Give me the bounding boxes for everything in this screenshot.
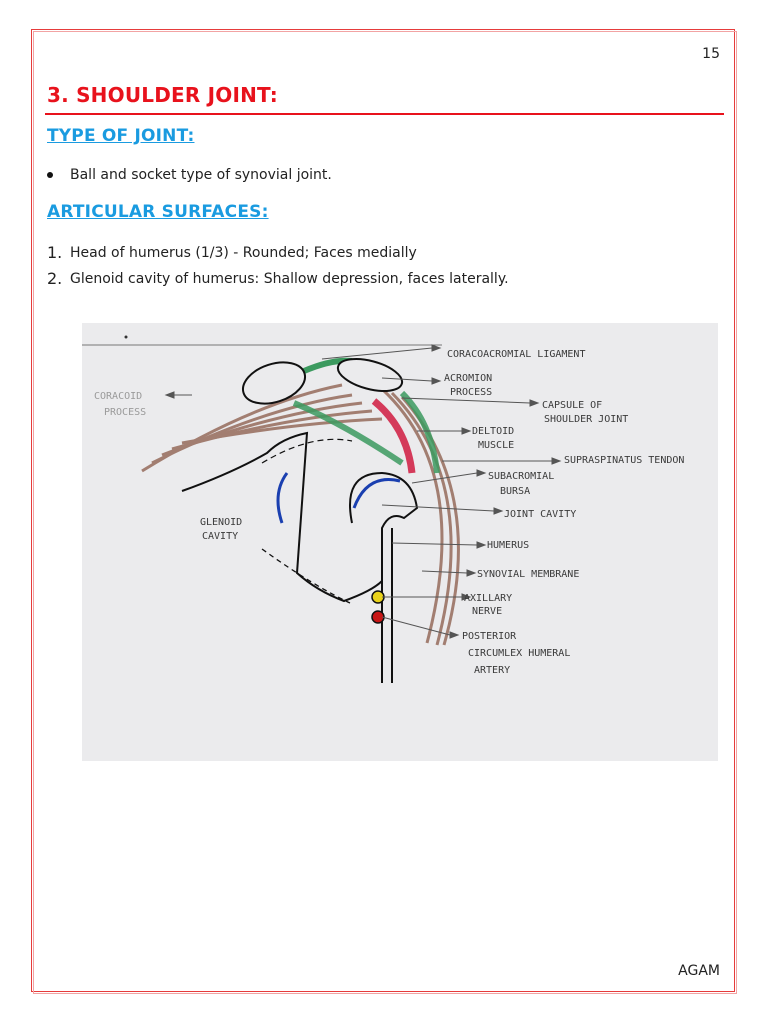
- capsule-green: [292, 400, 404, 466]
- page-border: [31, 29, 735, 992]
- deltoid-fibers: [141, 383, 460, 646]
- coracoid-oval: [242, 361, 306, 405]
- humerus-head-blue: [352, 478, 401, 509]
- label-deltoid-line1: DELTOID: [472, 426, 514, 437]
- capsule-dashed: [261, 438, 353, 464]
- label-acromion-line2: PROCESS: [450, 387, 492, 398]
- label-posterior-line1: POSTERIOR: [462, 631, 517, 642]
- footer-brand: AGAM: [678, 963, 720, 979]
- label-capsule-line1: CAPSULE OF: [542, 400, 602, 411]
- label-arrows: [164, 344, 562, 639]
- label-humerus: HUMERUS: [487, 540, 529, 551]
- pencil-dot: [124, 335, 128, 339]
- humerus-outline: [349, 471, 419, 683]
- section-title: 3. SHOULDER JOINT:: [47, 83, 279, 107]
- label-axillary-line2: NERVE: [472, 606, 502, 617]
- list-item: 1. Head of humerus (1/3) - Rounded; Face…: [47, 243, 417, 262]
- label-glenoid-line2: CAVITY: [202, 531, 238, 542]
- label-axillary-line1: AXILLARY: [464, 593, 512, 604]
- diagram-drawing: CORACOACROMIAL LIGAMENT ACROMION PROCESS…: [82, 335, 684, 683]
- label-coracoacromial-ligament: CORACOACROMIAL LIGAMENT: [447, 349, 585, 360]
- label-subacromial-line2: BURSA: [500, 486, 530, 497]
- list-item-text: Ball and socket type of synovial joint.: [70, 167, 332, 183]
- synovial-dashed: [261, 548, 351, 604]
- label-synovial-membrane: SYNOVIAL MEMBRANE: [477, 569, 579, 580]
- label-subacromial-line1: SUBACROMIAL: [488, 471, 554, 482]
- label-supraspinatus: SUPRASPINATUS TENDON: [564, 455, 684, 466]
- circumflex-artery-dot: [371, 610, 385, 624]
- shoulder-joint-diagram: CORACOACROMIAL LIGAMENT ACROMION PROCESS…: [82, 323, 718, 761]
- label-glenoid-line1: GLENOID: [200, 517, 242, 528]
- list-item: Ball and socket type of synovial joint.: [47, 167, 332, 183]
- label-posterior-line2: CIRCUMLEX HUMERAL: [468, 648, 570, 659]
- label-acromion-line1: ACROMION: [444, 373, 492, 384]
- label-posterior-line3: ARTERY: [474, 665, 510, 676]
- type-of-joint-heading: TYPE OF JOINT:: [47, 126, 195, 146]
- deltoid-muscle-shape: [371, 398, 416, 474]
- list-number: 1.: [47, 243, 63, 262]
- list-item: 2. Glenoid cavity of humerus: Shallow de…: [47, 269, 509, 288]
- acromion-oval: [336, 358, 404, 392]
- label-coracoid-line2: PROCESS: [104, 407, 146, 418]
- scapula-outline: [181, 431, 383, 603]
- bullet-icon: [47, 172, 53, 178]
- section-divider: [45, 113, 724, 115]
- glenoid-cavity-blue: [276, 472, 289, 524]
- label-capsule-line2: SHOULDER JOINT: [544, 414, 628, 425]
- page-number: 15: [702, 46, 720, 62]
- list-item-text: Head of humerus (1/3) - Rounded; Faces m…: [70, 245, 417, 261]
- list-item-text: Glenoid cavity of humerus: Shallow depre…: [70, 271, 509, 287]
- label-joint-cavity: JOINT CAVITY: [504, 509, 576, 520]
- list-number: 2.: [47, 269, 63, 288]
- capsule-green-right: [399, 390, 440, 474]
- articular-surfaces-heading: ARTICULAR SURFACES:: [47, 202, 269, 222]
- label-deltoid-line2: MUSCLE: [478, 440, 514, 451]
- label-coracoid-line1: CORACOID: [94, 391, 142, 402]
